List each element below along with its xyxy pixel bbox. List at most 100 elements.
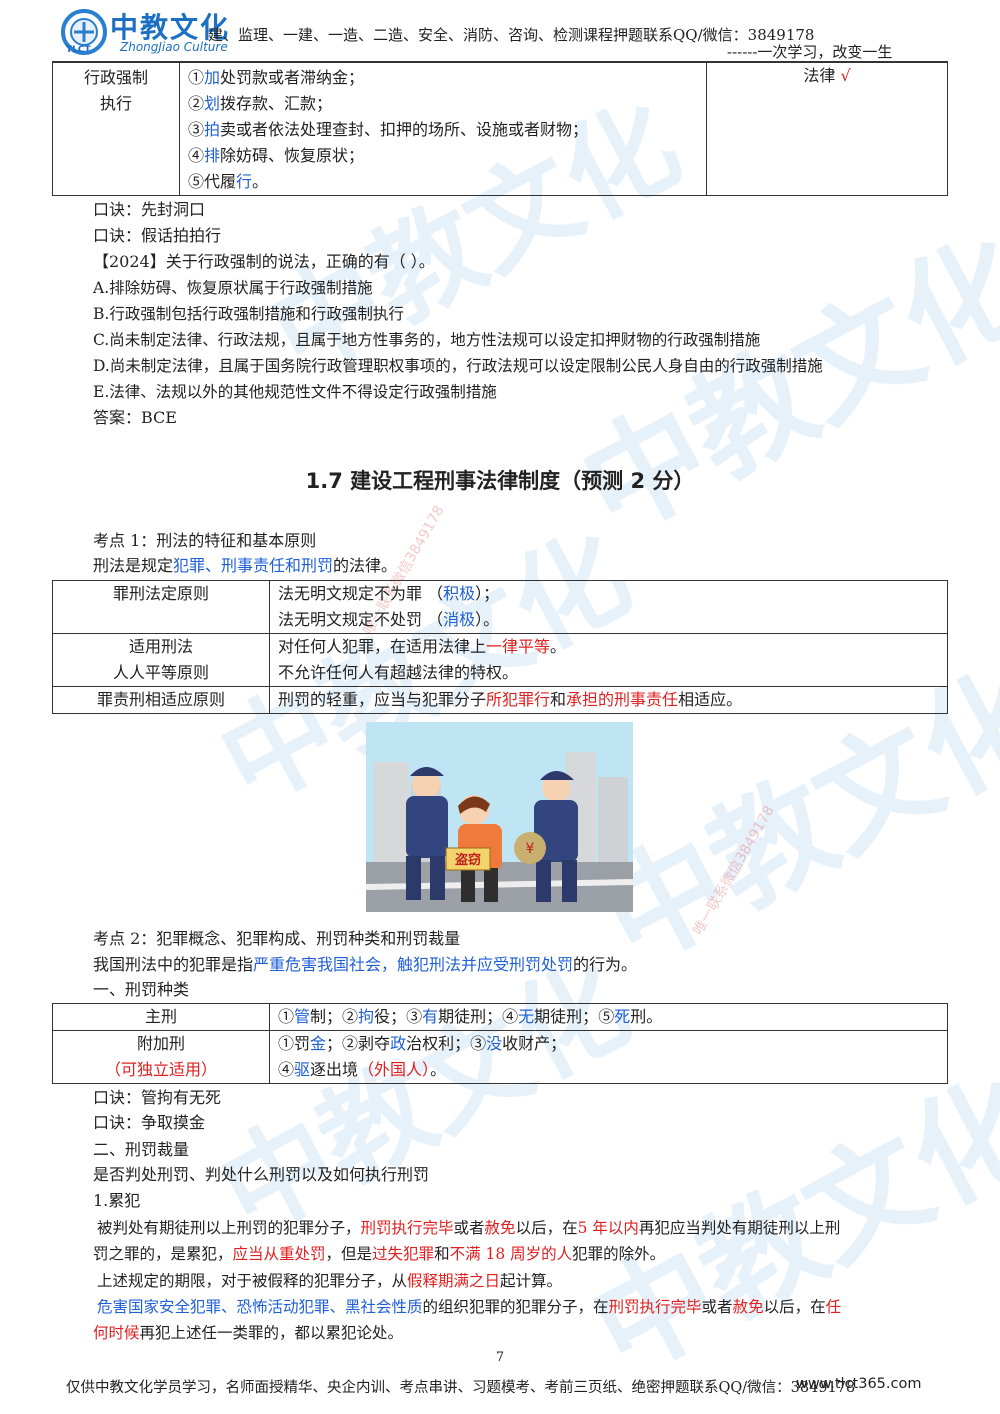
highlight-text: 5 年以内 (577, 1219, 639, 1237)
highlight-text: 有 (422, 1007, 439, 1026)
text-run: ③ (470, 1034, 487, 1053)
question-option: C.尚未制定法律、行政法规，且属于地方性事务的，地方性法规可以设定扣押财物的行政… (93, 331, 761, 349)
highlight-text: 消极 (443, 610, 476, 629)
arrest-illustration: 盗窃 ¥ (366, 722, 633, 912)
highlight-text: 死 (614, 1007, 631, 1026)
highlight-text: 加 (204, 68, 221, 87)
text-run: ①罚 (278, 1034, 311, 1053)
section-title: 1.7 建设工程刑事法律制度（预测 2 分） (305, 469, 695, 493)
question-stem: 【2024】关于行政强制的说法，正确的有（ ）。 (93, 252, 435, 271)
paragraph: 罚之罪的，是累犯，应当从重处罚，但是过失犯罪和不满 18 周岁的人犯罪的除外。 (93, 1241, 665, 1267)
principles-table: 罪刑法定原则法无明文规定不为罪 （积极）；法无明文规定不处罚 （消极）。适用刑法… (52, 580, 948, 714)
page-number: 7 (495, 1350, 505, 1365)
highlight-text: 所犯罪行 (486, 690, 551, 709)
logo-abbr: TLCT (66, 45, 91, 55)
text-run: 我国刑法中的犯罪是指 (93, 955, 254, 974)
police-officer-left (406, 767, 448, 900)
text-run: 期徒刑； (438, 1007, 503, 1026)
text-run: 期徒刑； (534, 1007, 599, 1026)
question-option: A.排除妨碍、恢复原状属于行政强制措施 (93, 279, 373, 297)
text-run: 再犯应当判处有期徒刑以上刑 (638, 1219, 841, 1237)
text-run: 起计算。 (500, 1272, 563, 1290)
paragraph: 危害国家安全犯罪、恐怖活动犯罪、黑社会性质的组织犯罪的犯罪分子，在刑罚执行完毕或… (97, 1294, 841, 1320)
header-rule (52, 61, 948, 62)
logo-text: 中教文化 (110, 11, 231, 44)
heading-penalty-types: 一、刑罚种类 (93, 980, 190, 999)
enforcement-table: 行政强制 执行 ①加处罚款或者滞纳金；②划拨存款、汇款；③拍卖或者依法处理查封、… (52, 62, 948, 196)
highlight-text: 严重危害我国社会，触犯刑法并应受刑罚处罚 (253, 955, 574, 974)
highlight-text: 应当从重处罚 (232, 1245, 326, 1263)
text-run: 相适应。 (678, 690, 743, 709)
text-run: 刑。 (630, 1007, 663, 1026)
enforcement-label: 行政强制 执行 (52, 62, 180, 196)
highlight-text: 过失犯罪 (372, 1245, 435, 1263)
sentencing-intro: 是否判处刑罚、判处什么刑罚以及如何执行刑罚 (93, 1165, 430, 1184)
money-bag-mark: ¥ (526, 841, 535, 857)
header-tagline: 建、监理、一建、一造、二造、安全、消防、咨询、检测课程押题联系QQ/微信：384… (208, 26, 815, 44)
text-run: 的行为。 (573, 955, 638, 974)
text-run: 人人平等原则 (112, 663, 209, 682)
enforcement-item: ④排除妨碍、恢复原状； (188, 143, 698, 169)
text-run: ，但是 (325, 1245, 373, 1263)
highlight-text: 行 (236, 172, 253, 191)
paragraph: 上述规定的期限，对于被假释的犯罪分子，从假释期满之日起计算。 (97, 1268, 562, 1294)
point1-intro: 刑法是规定犯罪、刑事责任和刑罚的法律。 (93, 553, 397, 579)
text-run: 以后，在 (763, 1298, 826, 1316)
mnemonic: 口诀：先封洞口 (93, 200, 206, 219)
highlight-text: 金 (310, 1034, 327, 1053)
text-run: 的组织犯罪的犯罪分子，在 (422, 1298, 609, 1316)
text-run: ① (278, 1007, 295, 1026)
text-run: 的法律。 (333, 556, 398, 575)
question-option: B.行政强制包括行政强制措施和行政强制执行 (93, 305, 404, 323)
principle-line: 对任何人犯罪，在适用法律上一律平等。 (278, 634, 939, 660)
header-slogan: ------一次学习，改变一生 (727, 43, 893, 61)
text-run: 刑法是规定 (93, 556, 174, 575)
highlight-text: 危害国家安全犯罪、恐怖活动犯罪、黑社会性质 (97, 1298, 423, 1316)
text-run: 刑罚的轻重，应当与犯罪分子 (278, 690, 487, 709)
text-run: 以后，在 (515, 1219, 578, 1237)
text-run: ③ (188, 120, 205, 139)
text-run: 拨存款、汇款； (220, 94, 333, 113)
highlight-text: 刑罚执行完毕 (360, 1219, 454, 1237)
text-run: ）。 (475, 610, 500, 629)
highlight-text: 无 (518, 1007, 535, 1026)
text-run: ② (342, 1007, 359, 1026)
text-run: 上述规定的期限，对于被假释的犯罪分子，从 (97, 1272, 408, 1290)
highlight-text: 政 (390, 1034, 407, 1053)
mnemonic: 口诀：管拘有无死 (93, 1088, 222, 1107)
principle-line: 法无明文规定不处罚 （消极）。 (278, 607, 939, 633)
text-run: 法无明文规定不处罚 （ (278, 610, 444, 629)
highlight-text: 划 (204, 94, 221, 113)
principle-content: 刑罚的轻重，应当与犯罪分子所犯罪行和承担的刑事责任相适应。 (269, 686, 948, 714)
suspect: 盗窃 (445, 795, 502, 902)
principle-name: 罪责刑相适应原则 (52, 686, 270, 714)
enforcement-item: ⑤代履行。 (188, 169, 698, 195)
text-run: 罚之罪的，是累犯， (93, 1245, 233, 1263)
text-run: 制； (310, 1007, 343, 1026)
answer: 答案：BCE (93, 408, 177, 427)
highlight-text: 刑罚执行完毕 (608, 1298, 702, 1316)
paragraph: 何时候再犯上述任一类罪的，都以累犯论处。 (93, 1320, 403, 1346)
highlight-text: 管 (294, 1007, 311, 1026)
text-run: 。 (550, 637, 567, 656)
mnemonic: 口诀：争取摸金 (93, 1113, 206, 1132)
main-penalty-items: ①管制；②拘役；③有期徒刑；④无期徒刑；⑤死刑。 (269, 1003, 948, 1031)
enforcement-item: ②划拨存款、汇款； (188, 91, 698, 117)
highlight-text: 何时候 (93, 1324, 140, 1342)
police-officer-right: ¥ (514, 771, 578, 902)
highlight-text: 任 (825, 1298, 842, 1316)
text-run: ； (326, 1034, 343, 1053)
enforcement-items: ①加处罚款或者滞纳金；②划拨存款、汇款；③拍卖或者依法处理查封、扣押的场所、设施… (179, 62, 707, 196)
highlight-text: 赦免 (732, 1298, 764, 1316)
paragraph: 被判处有期徒刑以上刑罚的犯罪分子，刑罚执行完毕或者赦免以后，在5 年以内再犯应当… (97, 1215, 840, 1241)
highlight-text: 积极 (443, 584, 476, 603)
logo-icon (61, 9, 107, 55)
highlight-text: （外国人） (358, 1060, 431, 1079)
highlight-text: 承担的刑事责任 (566, 690, 679, 709)
principle-row: 适用刑法人人平等原则对任何人犯罪，在适用法律上一律平等。不允许任何人有超越法律的… (52, 633, 948, 687)
text-run: ① (188, 68, 205, 87)
text-run: 罪刑法定原则 (112, 584, 209, 603)
additional-penalty-items: ①罚金；②剥夺政治权利；③没收财产； ④驱逐出境（外国人）。 (269, 1030, 948, 1084)
highlight-text: 排 (204, 146, 221, 165)
principle-line: 刑罚的轻重，应当与犯罪分子所犯罪行和承担的刑事责任相适应。 (278, 687, 939, 713)
